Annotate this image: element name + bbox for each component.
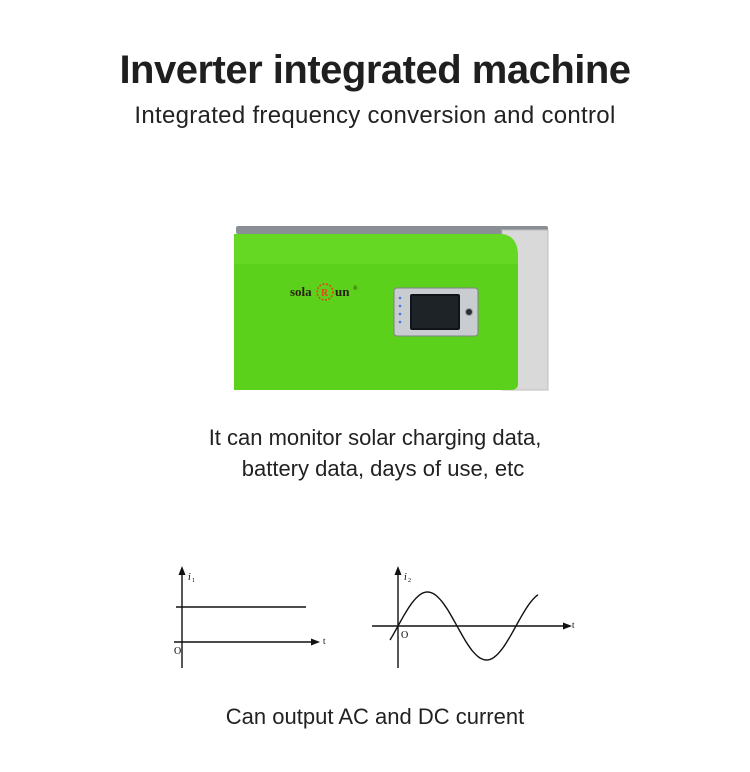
y-axis-arrow-icon — [178, 566, 186, 575]
x-label: t — [572, 620, 575, 630]
x-axis-arrow-icon — [311, 638, 320, 646]
inverter-image: sola R un ® — [234, 226, 549, 391]
brand-prefix: sola — [290, 284, 312, 299]
feature-description: It can monitor solar charging data, batt… — [0, 422, 750, 484]
power-button-icon — [465, 308, 473, 316]
sun-icon — [316, 283, 334, 301]
indicator-led — [398, 304, 402, 308]
y-label: i — [404, 572, 407, 583]
ac-sine-wave — [389, 591, 539, 661]
y-axis-arrow-icon — [394, 566, 402, 575]
brand-mid: R — [321, 288, 329, 299]
device-top-edge — [236, 226, 548, 234]
lcd-panel — [393, 287, 479, 337]
origin-label: O — [174, 646, 181, 657]
x-axis-arrow-icon — [563, 622, 572, 630]
brand-logo: sola R un ® — [290, 283, 358, 301]
indicator-led — [398, 312, 402, 316]
description-line-2: battery data, days of use, etc — [241, 456, 525, 481]
indicator-led — [398, 320, 402, 324]
device-front-body — [234, 234, 518, 390]
ac-current-graph: i 2 t O — [372, 566, 575, 668]
brand-mark: ® — [353, 285, 358, 292]
indicator-led — [398, 296, 402, 300]
footer-caption: Can output AC and DC current — [225, 704, 525, 729]
y-label: i — [188, 572, 191, 583]
page-title: Inverter integrated machine — [119, 48, 631, 92]
brand-suffix: un — [335, 284, 350, 299]
x-label: t — [323, 636, 326, 646]
origin-label: O — [401, 630, 408, 641]
y-sub: 1 — [192, 578, 195, 584]
dc-current-graph: i 1 t O — [174, 566, 326, 668]
page-subtitle: Integrated frequency conversion and cont… — [134, 102, 616, 129]
description-line-1: It can monitor solar charging data, — [208, 425, 542, 450]
y-sub: 2 — [408, 578, 411, 584]
